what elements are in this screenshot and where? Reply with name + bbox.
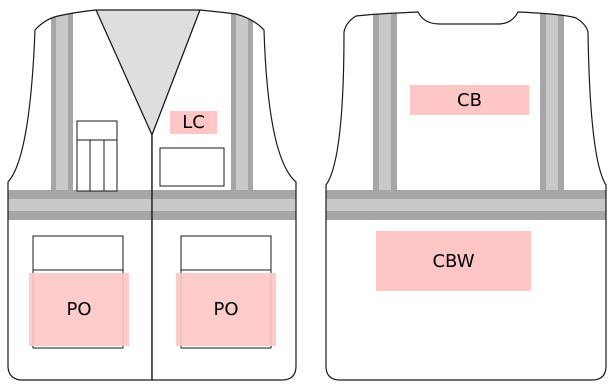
pen-pocket — [76, 120, 118, 192]
zone-left-chest — [170, 111, 217, 134]
back-vest — [325, 11, 607, 381]
label-left-chest: LC — [182, 112, 205, 133]
label-pocket-left: PO — [66, 299, 92, 320]
label-pocket-right: PO — [213, 299, 239, 320]
zone-pocket-right — [176, 273, 276, 346]
zone-center-back-wide — [376, 231, 531, 291]
back-vest-outline — [325, 11, 607, 381]
label-center-back-wide: CBW — [432, 250, 475, 272]
zone-pocket-left — [29, 273, 129, 346]
label-center-back: CB — [457, 89, 482, 111]
front-vest — [7, 9, 297, 381]
id-badge-pocket — [159, 147, 225, 187]
zone-center-back — [410, 85, 529, 115]
